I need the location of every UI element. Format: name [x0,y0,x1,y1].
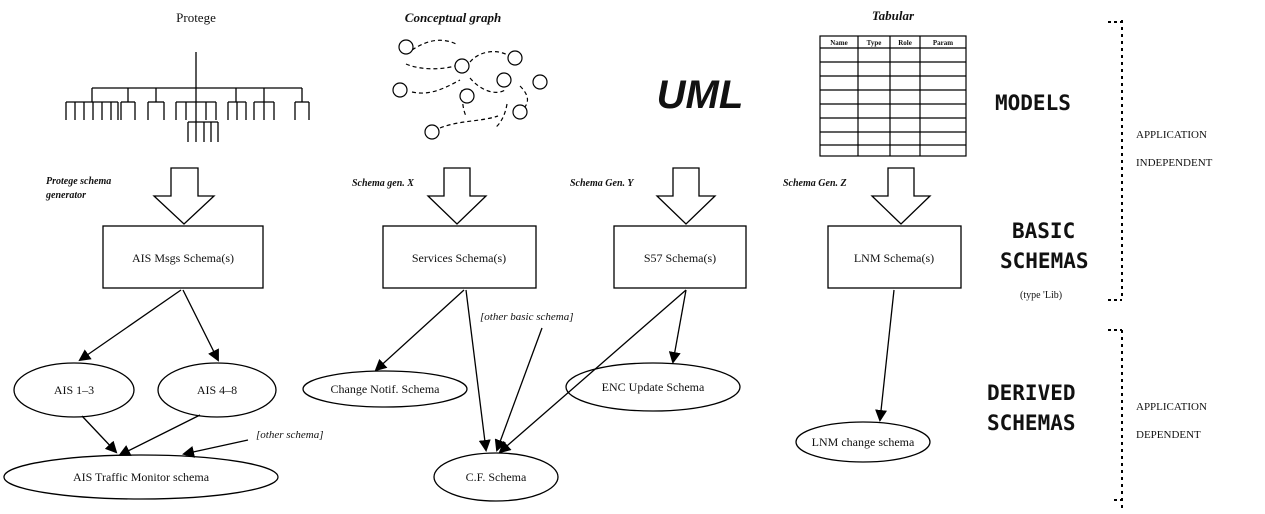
scope-bracket [1108,20,1123,510]
layer-derived-label-line2: SCHEMAS [987,411,1076,435]
lnm-schema-label: LNM Schema(s) [854,251,934,265]
uml-title: UML [657,73,744,117]
s57-schema-box [613,225,747,289]
uml-generator-arrow [655,167,717,225]
protege-title: Protege [176,10,216,25]
conceptual-graph-icon [392,39,548,140]
other-schema-note: [other schema] [256,429,324,441]
s57-schema-label: S57 Schema(s) [644,251,716,265]
change-notif-label: Change Notif. Schema [331,382,441,396]
ais-msgs-schema-label: AIS Msgs Schema(s) [132,251,234,265]
arrow-ais48-to-traffic [118,414,201,456]
enc-update-ellipse [565,362,741,412]
tabular-generator-label: Schema Gen. Z [783,178,847,189]
arrow-ais13-to-traffic [81,415,118,454]
layer-basic-label-line1: BASIC [1012,219,1075,243]
scope-independent-line1: APPLICATION [1136,129,1207,141]
arrow-otherbasic-to-cf [494,327,543,452]
tabular-generator-arrow [870,167,932,225]
ais-1-3-label: AIS 1–3 [54,383,94,397]
enc-update-label: ENC Update Schema [602,380,705,394]
table-header-role: Role [898,39,912,47]
layer-derived-label-line1: DERIVED [987,381,1076,405]
conceptual-generator-label: Schema gen. X [352,178,414,189]
layer-basic-sublabel: (type 'Lib) [1020,290,1062,301]
tabular-table-icon [819,35,967,157]
tabular-column-headers: Name Type Role Param [830,39,953,47]
ais-traffic-monitor-label: AIS Traffic Monitor schema [73,470,210,484]
table-header-type: Type [867,39,882,47]
ais-4-8-label: AIS 4–8 [197,383,237,397]
lnm-change-label: LNM change schema [812,435,915,449]
cf-schema-ellipse [433,452,559,502]
table-header-param: Param [933,39,953,47]
layer-basic-label-line2: SCHEMAS [1000,249,1089,273]
arrow-ais-to-ais13 [78,289,182,362]
protege-generator-label-line2: generator [45,190,86,201]
scope-dependent-line1: APPLICATION [1136,401,1207,413]
layer-models-label: MODELS [995,91,1071,115]
uml-generator-label: Schema Gen. Y [570,178,634,189]
ais-traffic-monitor-ellipse [3,454,279,500]
arrow-otherschema-to-traffic [182,439,249,458]
arrow-services-to-cf [465,289,491,452]
ais-msgs-schema-box [102,225,264,289]
arrow-services-to-changenotif [374,289,465,372]
tabular-title: Tabular [872,8,915,23]
scope-dependent-line2: DEPENDENT [1136,429,1201,441]
arrow-s57-to-cf [498,289,687,454]
conceptual-generator-arrow [426,167,488,225]
arrow-s57-to-encupdate [668,289,687,364]
protege-generator-label-line1: Protege schema [46,176,111,187]
arrow-lnm-to-lnmchange [875,289,895,422]
protege-generator-arrow [152,167,216,225]
lnm-schema-box [827,225,962,289]
scope-independent-line2: INDEPENDENT [1136,157,1213,169]
lnm-change-ellipse [795,421,931,463]
protege-tree-icon [65,52,310,142]
ais-4-8-ellipse [157,362,277,418]
arrow-ais-to-ais48 [182,289,219,362]
services-schema-box [382,225,537,289]
conceptual-graph-title: Conceptual graph [405,10,501,25]
ais-1-3-ellipse [13,362,135,418]
table-header-name: Name [830,39,848,47]
other-basic-schema-note: [other basic schema] [480,311,574,323]
cf-schema-label: C.F. Schema [466,470,527,484]
services-schema-label: Services Schema(s) [412,251,506,265]
